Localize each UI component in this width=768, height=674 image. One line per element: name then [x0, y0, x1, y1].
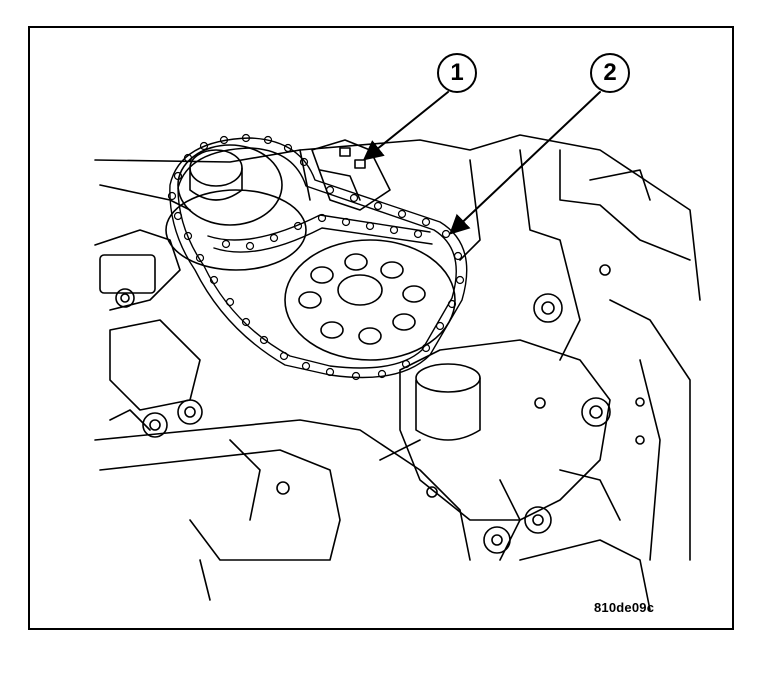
- callout-1: 1: [437, 53, 477, 93]
- callout-1-label: 1: [450, 59, 464, 86]
- callout-2-label: 2: [603, 59, 617, 86]
- crankshaft-sprocket: [284, 239, 456, 361]
- callout-1-leader: [362, 91, 449, 161]
- chain-links: [167, 133, 465, 381]
- chain-tensioner: [311, 139, 391, 211]
- callout-2-leader: [449, 91, 601, 235]
- engine-block-outline: [94, 134, 701, 611]
- timing-chain: [169, 137, 468, 379]
- camshaft-sprocket: [165, 144, 307, 271]
- callout-2: 2: [590, 53, 630, 93]
- bolt-heads: [115, 264, 645, 554]
- oil-pump-housing: [399, 339, 611, 561]
- figure-id: 810de09c: [594, 600, 655, 615]
- figure-frame: [28, 26, 734, 630]
